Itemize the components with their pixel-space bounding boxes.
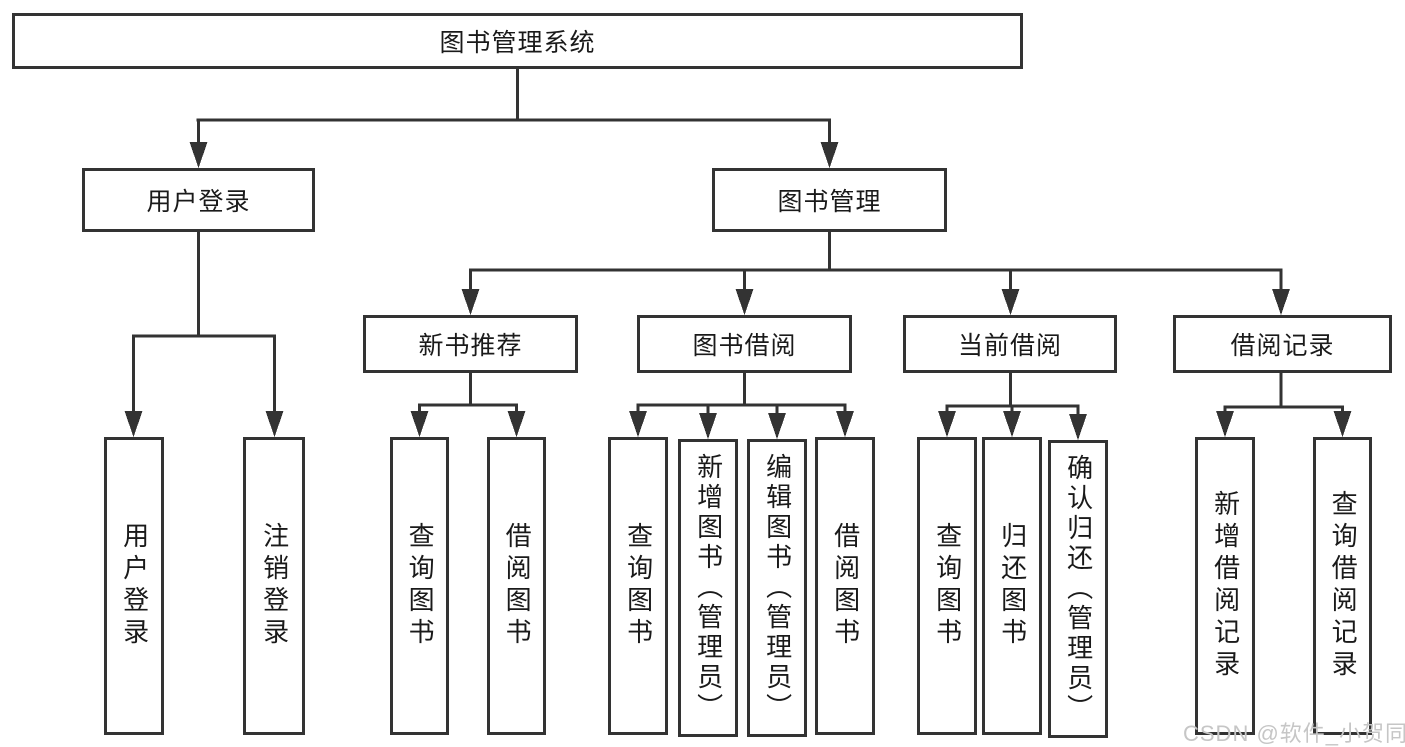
node-user-login: 用户登录 [82, 168, 315, 232]
node-book-management-label: 图书管理 [777, 188, 882, 216]
node-root: 图书管理系统 [12, 13, 1023, 69]
csdn-watermark: CSDN @软件_小贺同学 [1183, 721, 1405, 746]
node-new-book-recommend-label: 新书推荐 [418, 332, 523, 360]
leaf-logout: 注销登录 [243, 437, 305, 735]
node-user-login-label: 用户登录 [146, 188, 251, 216]
leaf-confirm-return-admin: 确认归还（管理员） [1048, 440, 1108, 738]
leaf-borrow-books-recommend: 借阅图书 [487, 437, 546, 735]
node-borrow-records-label: 借阅记录 [1230, 332, 1335, 360]
leaf-add-books-admin-label: 新增图书（管理员） [693, 453, 724, 723]
leaf-return-books: 归还图书 [982, 437, 1042, 735]
leaf-confirm-return-admin-label: 确认归还（管理员） [1063, 454, 1094, 724]
node-new-book-recommend: 新书推荐 [363, 315, 578, 373]
leaf-add-borrow-record-label: 新增借阅记录 [1210, 490, 1241, 682]
node-book-borrow: 图书借阅 [637, 315, 852, 373]
leaf-query-books-borrow-label: 查询图书 [623, 522, 654, 650]
leaf-edit-books-admin-label: 编辑图书（管理员） [762, 453, 793, 723]
leaf-user-login-label: 用户登录 [119, 522, 150, 650]
leaf-logout-label: 注销登录 [259, 522, 290, 650]
leaf-query-borrow-record-label: 查询借阅记录 [1328, 490, 1359, 682]
leaf-return-books-label: 归还图书 [997, 522, 1028, 650]
node-book-management: 图书管理 [712, 168, 947, 232]
leaf-user-login: 用户登录 [104, 437, 164, 735]
leaf-add-borrow-record: 新增借阅记录 [1195, 437, 1255, 735]
leaf-borrow-books-recommend-label: 借阅图书 [502, 522, 533, 650]
leaf-edit-books-admin: 编辑图书（管理员） [747, 439, 807, 737]
node-root-label: 图书管理系统 [439, 29, 596, 57]
leaf-query-books-current-label: 查询图书 [932, 522, 963, 650]
leaf-query-books-current: 查询图书 [917, 437, 977, 735]
node-current-borrow-label: 当前借阅 [957, 332, 1062, 360]
leaf-borrow-books-label: 借阅图书 [830, 522, 861, 650]
leaf-query-books-recommend-label: 查询图书 [405, 522, 436, 650]
leaf-query-borrow-record: 查询借阅记录 [1313, 437, 1372, 735]
leaf-query-books-recommend: 查询图书 [390, 437, 449, 735]
node-book-borrow-label: 图书借阅 [692, 332, 797, 360]
node-current-borrow: 当前借阅 [903, 315, 1117, 373]
leaf-add-books-admin: 新增图书（管理员） [678, 439, 738, 737]
leaf-query-books-borrow: 查询图书 [608, 437, 668, 735]
node-borrow-records: 借阅记录 [1173, 315, 1392, 373]
leaf-borrow-books: 借阅图书 [815, 437, 875, 735]
